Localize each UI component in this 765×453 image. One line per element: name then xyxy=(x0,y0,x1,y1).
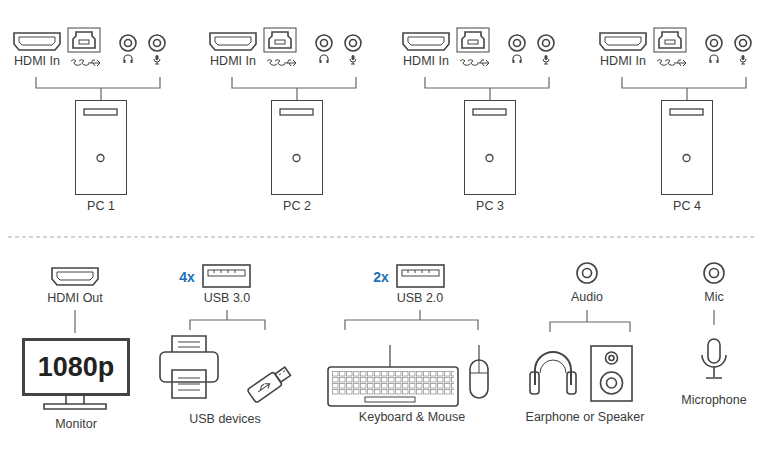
device-label: USB devices xyxy=(189,412,261,427)
port-label: HDMI In xyxy=(14,54,60,69)
pc-tower: PC 3 xyxy=(464,100,516,195)
port-label: HDMI In xyxy=(403,54,449,69)
tower-detail xyxy=(272,101,321,193)
pc-tower: PC 2 xyxy=(271,100,323,195)
port-label: HDMI In xyxy=(600,54,646,69)
port-label: USB 3.0 xyxy=(204,291,251,306)
count-label: 2x xyxy=(373,269,389,286)
port-label: Audio xyxy=(571,290,603,305)
pc-label: PC 3 xyxy=(476,199,504,214)
tower-detail xyxy=(76,101,125,193)
tower-detail xyxy=(662,101,711,193)
port-label: Mic xyxy=(704,290,723,305)
device-label: Earphone or Speaker xyxy=(526,410,645,425)
pc-label: PC 4 xyxy=(673,199,701,214)
port-label: USB 2.0 xyxy=(397,291,444,306)
device-label: Microphone xyxy=(681,393,746,408)
pc-label: PC 2 xyxy=(283,199,311,214)
pc-tower: PC 4 xyxy=(661,100,713,195)
resolution-text: 1080p xyxy=(38,352,115,382)
tower-detail xyxy=(465,101,514,193)
pc-tower: PC 1 xyxy=(75,100,127,195)
monitor-label: Monitor xyxy=(55,417,97,432)
device-label: Keyboard & Mouse xyxy=(359,410,465,425)
pc-label: PC 1 xyxy=(87,199,115,214)
port-label: HDMI In xyxy=(210,54,256,69)
port-label: HDMI Out xyxy=(47,291,103,306)
count-label: 4x xyxy=(179,269,195,286)
monitor-screen: 1080pMonitor xyxy=(22,338,130,396)
